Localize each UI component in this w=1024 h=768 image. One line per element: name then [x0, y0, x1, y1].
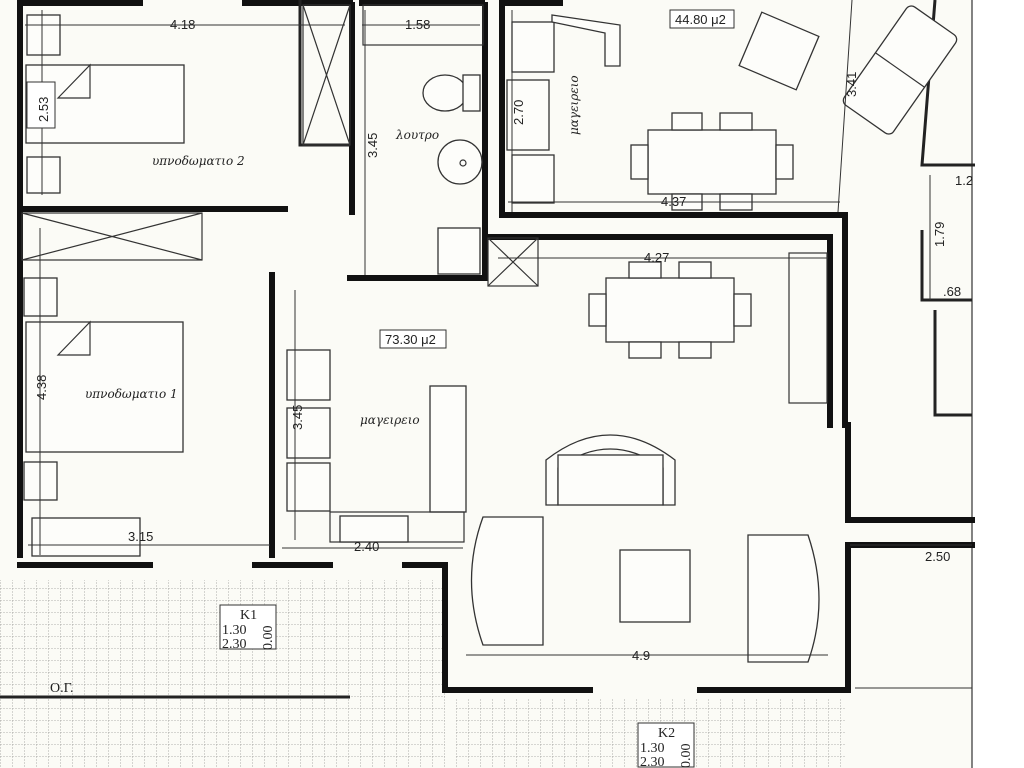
svg-text:1.30: 1.30: [640, 741, 665, 756]
dim-upper-kitchen: 2.70: [511, 100, 526, 125]
dim-bedroom1-width: 3.15: [128, 529, 153, 544]
dim-right-c: .68: [943, 284, 961, 299]
bathroom-fixtures: [362, 4, 484, 275]
terrace-og-label: Ο.Γ.: [50, 681, 74, 696]
wardrobe-bedroom2: [302, 4, 351, 146]
page-margin: [972, 0, 1024, 768]
dim-corridor: 2.50: [925, 549, 950, 564]
upper-kitchen: [506, 11, 820, 204]
dining-table-main: [588, 252, 828, 404]
svg-text:1.30: 1.30: [222, 623, 247, 638]
dim-upper-width: 4.37: [661, 194, 686, 209]
terrace-k2-label: K2 1.30 2.30 0.00: [637, 722, 695, 768]
room-label-bedroom2: υπνοδωματιο 2: [152, 154, 245, 168]
room-label-bathroom: λουτρο: [395, 128, 439, 142]
dim-bath-depth: 3.45: [365, 133, 380, 158]
area-upper: 44.80 μ2: [675, 12, 726, 27]
svg-text:0.00: 0.00: [261, 626, 276, 651]
dining-table-upper: [630, 112, 794, 211]
walls: [17, 0, 975, 693]
dim-living-width: 4.27: [644, 250, 669, 265]
dim-living-bottom: 4.9: [632, 648, 650, 663]
svg-text:K2: K2: [658, 726, 675, 741]
terrace-k1-label: K1 1.30 2.30 0.00: [219, 604, 277, 652]
room-label-bedroom1: υπνοδωματιο 1: [85, 387, 178, 401]
dim-bath-width: 1.58: [405, 17, 430, 32]
room-label-kitchen: μαγειρειο: [360, 413, 420, 427]
svg-text:K1: K1: [240, 608, 257, 623]
dim-bedroom2-width: 4.18: [170, 17, 195, 32]
sofa-upper: [842, 5, 958, 135]
dim-kitchen-width: 2.40: [354, 539, 379, 554]
dim-bedroom2-depth: 2.53: [36, 97, 51, 122]
dim-right-b: 1.79: [932, 222, 947, 247]
dimension-lines: [25, 0, 972, 689]
room-label-upper-kitchen: μαγειρειο: [567, 75, 581, 135]
svg-text:2.30: 2.30: [222, 637, 247, 652]
shaft: [487, 237, 539, 287]
dim-right-a: 1.2: [955, 173, 973, 188]
dim-upper-diagonal: 3.41: [844, 72, 859, 97]
bed-bedroom1: [23, 277, 184, 557]
dim-bedroom1-depth: 4.38: [34, 375, 49, 400]
dim-kitchen-depth: 3.45: [290, 405, 305, 430]
svg-text:2.30: 2.30: [640, 755, 665, 768]
main-kitchen: [286, 349, 467, 543]
svg-text:0.00: 0.00: [679, 744, 694, 768]
wardrobe-bedroom1: [21, 212, 203, 261]
living-room-furniture: [470, 434, 820, 663]
labels: 4.18 2.53 1.58 3.45 λουτρο υπνοδωματιο 2…: [26, 9, 973, 768]
area-main: 73.30 μ2: [385, 332, 436, 347]
